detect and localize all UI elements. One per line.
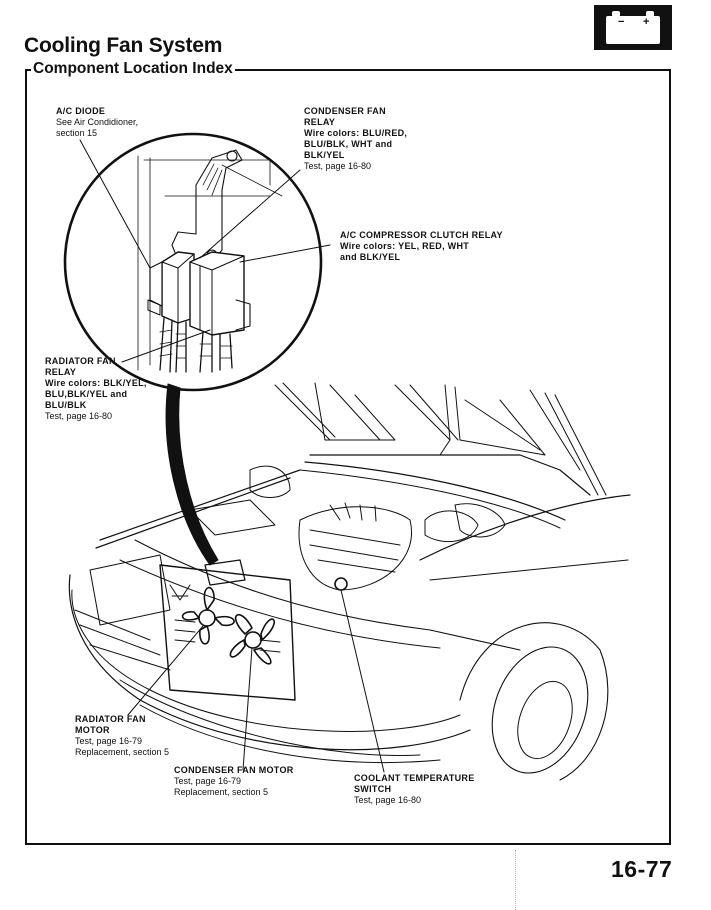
coolant-switch-marker <box>334 577 348 591</box>
radiator <box>159 564 296 701</box>
air-cleaner <box>189 499 276 536</box>
callout-line: Test, page 16-79 <box>174 776 242 786</box>
wheel-hub <box>517 680 573 760</box>
hood-underside <box>274 382 396 441</box>
callout-wire-colors: Wire colors: BLK/YEL, <box>45 378 147 388</box>
callout-wire-colors: BLU/BLK, WHT and <box>304 139 393 149</box>
leader-condenser-fan-relay <box>199 169 301 259</box>
reservoir <box>424 510 479 543</box>
callout-wire-colors: BLU/BLK <box>45 400 87 410</box>
callout-coolant-temperature-switch: COOLANT TEMPERATURE SWITCH Test, page 16… <box>354 773 475 806</box>
callout-title: RADIATOR FAN <box>75 714 146 724</box>
battery-plus-sign: + <box>643 16 650 28</box>
callout-title: A/C COMPRESSOR CLUTCH RELAY <box>340 230 503 240</box>
battery-icon: − + <box>594 5 672 50</box>
callout-wire-colors: Wire colors: YEL, RED, WHT <box>340 241 470 251</box>
leader-condenser-fan-motor <box>242 647 253 771</box>
radiator-fan <box>181 586 235 645</box>
leader-lines <box>79 139 385 773</box>
tire <box>491 646 589 774</box>
inset-pointer <box>165 383 219 566</box>
callout-line: Test, page 16-80 <box>304 161 372 171</box>
inset-panel <box>137 155 271 371</box>
relay-bracket <box>171 149 243 261</box>
callout-wire-colors: Wire colors: BLU/RED, <box>304 128 408 138</box>
callout-wire-colors: and BLK/YEL <box>340 252 401 262</box>
callout-title: MOTOR <box>75 725 110 735</box>
callout-title: RADIATOR FAN <box>45 356 116 366</box>
engine-block <box>298 506 412 591</box>
leader-ac-compressor-clutch-relay <box>239 244 331 263</box>
battery-minus-sign: − <box>618 16 625 28</box>
section-subtitle: Component Location Index <box>31 60 235 78</box>
callout-condenser-fan-motor: CONDENSER FAN MOTOR Test, page 16-79 Rep… <box>174 765 294 798</box>
fender-top <box>419 494 631 561</box>
callout-line: Replacement, section 5 <box>174 787 269 797</box>
headlight <box>89 554 171 626</box>
callout-title: COOLANT TEMPERATURE <box>354 773 475 783</box>
honda-emblem <box>169 584 191 601</box>
callout-title: RELAY <box>45 367 77 377</box>
callout-title: CONDENSER FAN <box>304 106 386 116</box>
wire-harness <box>159 317 233 373</box>
callout-wire-colors: BLU,BLK/YEL and <box>45 389 128 399</box>
wheel-arch <box>459 622 609 781</box>
leader-coolant-temperature-switch <box>340 589 385 773</box>
bracket-bolt <box>226 150 238 162</box>
leader-radiator-fan-motor <box>127 625 204 716</box>
battery-terminal-negative <box>612 11 620 17</box>
condenser-fan <box>229 613 275 665</box>
callout-title: A/C DIODE <box>56 106 106 116</box>
page-title: Cooling Fan System <box>24 34 223 57</box>
callout-radiator-fan-relay: RADIATOR FAN RELAY Wire colors: BLK/YEL,… <box>45 356 147 422</box>
callout-line: Test, page 16-80 <box>45 411 113 421</box>
callout-ac-diode: A/C DIODE See Air Condidioner, section 1… <box>56 106 138 139</box>
callout-ac-compressor-clutch-relay: A/C COMPRESSOR CLUTCH RELAY Wire colors:… <box>340 230 503 263</box>
page-number: 16-77 <box>611 856 673 882</box>
battery-terminal-positive <box>646 11 654 17</box>
callout-radiator-fan-motor: RADIATOR FAN MOTOR Test, page 16-79 Repl… <box>75 714 169 758</box>
leader-ac-diode <box>79 139 151 269</box>
callout-condenser-fan-relay: CONDENSER FAN RELAY Wire colors: BLU/RED… <box>304 106 407 172</box>
callout-line: Test, page 16-80 <box>354 795 422 805</box>
leader-radiator-fan-relay <box>121 329 211 363</box>
car-front-illustration <box>68 382 631 781</box>
bumper-upper <box>68 574 471 751</box>
callout-line: Replacement, section 5 <box>75 747 170 757</box>
battery-body <box>606 16 660 44</box>
callout-line: section 15 <box>56 128 98 138</box>
component-index-frame <box>25 69 671 845</box>
callout-wire-colors: BLK/YEL <box>304 150 345 160</box>
callout-title: SWITCH <box>354 784 392 794</box>
scan-fold-line <box>515 850 516 910</box>
callout-title: RELAY <box>304 117 336 127</box>
callout-line: Test, page 16-79 <box>75 736 143 746</box>
relay-detail-inset <box>63 132 323 392</box>
callout-line: See Air Condidioner, <box>56 117 139 127</box>
callout-title: CONDENSER FAN MOTOR <box>174 765 294 775</box>
relay-location <box>204 559 246 586</box>
relay-block-right <box>189 251 251 336</box>
